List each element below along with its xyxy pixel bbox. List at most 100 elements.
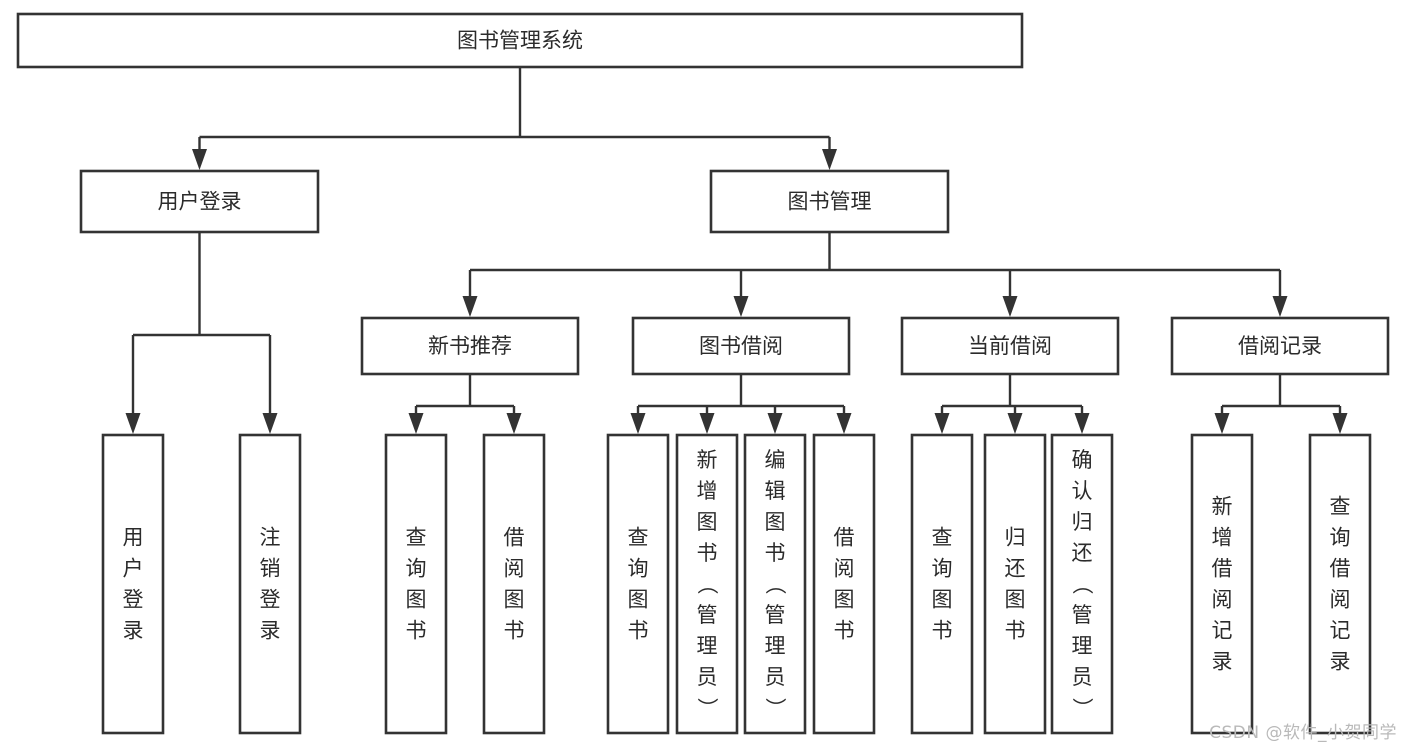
node-borrow-record[interactable]: 借阅记录: [1170, 316, 1390, 376]
node-label-char: 询: [932, 557, 953, 581]
node-label-char: 书: [504, 619, 525, 643]
node-label-char: 登: [123, 588, 144, 612]
node-box-leaf-add-book-admin[interactable]: [675, 433, 739, 735]
node-label-char: 借: [1212, 557, 1233, 581]
node-box-borrow-record[interactable]: [1170, 316, 1390, 376]
node-box-leaf-borrow-book[interactable]: [812, 433, 876, 735]
node-label-char: 图: [406, 588, 427, 612]
node-box-user-login[interactable]: [79, 169, 320, 234]
arrow-down-icon: [836, 413, 852, 434]
arrow-down-icon: [125, 413, 141, 434]
connectors-layer: [125, 67, 1348, 434]
arrow-down-icon: [1002, 296, 1018, 317]
node-label-char: 理: [697, 634, 718, 658]
arrow-down-icon: [1214, 413, 1230, 434]
node-root[interactable]: 图书管理系统: [16, 12, 1024, 69]
node-box-leaf-query-book-borrow[interactable]: [606, 433, 670, 735]
node-box-leaf-confirm-return-admin[interactable]: [1050, 433, 1114, 735]
node-label-char: 书: [932, 619, 953, 643]
node-label-char: 认: [1072, 479, 1093, 503]
node-box-leaf-edit-book-admin[interactable]: [743, 433, 807, 735]
node-current-borrow[interactable]: 当前借阅: [900, 316, 1120, 376]
node-user-login[interactable]: 用户登录: [79, 169, 320, 234]
arrow-down-icon: [733, 296, 749, 317]
node-box-book-borrow[interactable]: [631, 316, 851, 376]
node-box-leaf-query-book-recommend[interactable]: [384, 433, 448, 735]
node-label-char: 归: [1005, 526, 1026, 550]
node-label-char: 增: [1212, 526, 1233, 550]
arrow-down-icon: [699, 413, 715, 434]
arrow-down-icon: [1332, 413, 1348, 434]
node-label-char: 书: [834, 619, 855, 643]
node-box-leaf-user-login[interactable]: [101, 433, 165, 735]
node-label-char: 销: [260, 557, 281, 581]
node-label-char: 员: [697, 665, 718, 689]
node-label-char: 借: [1330, 557, 1351, 581]
node-box-leaf-borrow-book-recommend[interactable]: [482, 433, 546, 735]
node-label-char: ）: [1070, 698, 1094, 719]
node-label-char: 登: [260, 588, 281, 612]
node-box-root[interactable]: [16, 12, 1024, 69]
node-label-char: 管: [697, 603, 718, 627]
arrow-down-icon: [1007, 413, 1023, 434]
node-label-char: 书: [765, 541, 786, 565]
node-box-leaf-query-borrow-record[interactable]: [1308, 433, 1372, 735]
node-box-leaf-return-book[interactable]: [983, 433, 1047, 735]
node-label-char: 录: [1212, 650, 1233, 674]
node-label-char: 管: [765, 603, 786, 627]
node-label-char: 记: [1212, 619, 1233, 643]
node-leaf-user-login[interactable]: 用户登录: [101, 433, 165, 735]
node-box-book-manage[interactable]: [709, 169, 950, 234]
node-label-char: （: [763, 574, 787, 595]
arrow-down-icon: [630, 413, 646, 434]
node-book-borrow[interactable]: 图书借阅: [631, 316, 851, 376]
node-label-char: 确: [1072, 448, 1093, 472]
arrow-down-icon: [462, 296, 478, 317]
node-label-char: 书: [697, 541, 718, 565]
node-box-new-book-recommend[interactable]: [360, 316, 580, 376]
node-label-char: 编: [765, 448, 786, 472]
node-label-new-book-recommend: 新书推荐: [428, 334, 512, 358]
node-label-char: 理: [765, 634, 786, 658]
node-label-char: 辑: [765, 479, 786, 503]
node-label-char: 询: [628, 557, 649, 581]
node-label-char: 归: [1072, 510, 1093, 534]
node-label-char: 还: [1072, 541, 1093, 565]
node-label-char: 图: [765, 510, 786, 534]
arrow-down-icon: [822, 149, 837, 170]
node-label-char: 录: [260, 619, 281, 643]
arrow-down-icon: [767, 413, 783, 434]
node-box-current-borrow[interactable]: [900, 316, 1120, 376]
node-book-manage[interactable]: 图书管理: [709, 169, 950, 234]
csdn-watermark: CSDN @软件_小贺同学: [1209, 723, 1397, 743]
nodes-layer: 图书管理系统用户登录图书管理新书推荐图书借阅当前借阅借阅记录用户登录注销登录查询…: [16, 12, 1390, 735]
node-box-leaf-query-book-current[interactable]: [910, 433, 974, 735]
arrow-down-icon: [1074, 413, 1090, 434]
node-label-char: 图: [834, 588, 855, 612]
node-label-char: 录: [1330, 650, 1351, 674]
node-new-book-recommend[interactable]: 新书推荐: [360, 316, 580, 376]
node-label-char: 还: [1005, 557, 1026, 581]
node-label-char: 图: [932, 588, 953, 612]
node-label-char: 图: [1005, 588, 1026, 612]
node-box-leaf-logout[interactable]: [238, 433, 302, 735]
node-label-char: 书: [406, 619, 427, 643]
node-label-char: ）: [695, 698, 719, 719]
node-label-char: 用: [123, 526, 144, 550]
node-box-leaf-add-borrow-record[interactable]: [1190, 433, 1254, 735]
node-label-char: 询: [1330, 526, 1351, 550]
